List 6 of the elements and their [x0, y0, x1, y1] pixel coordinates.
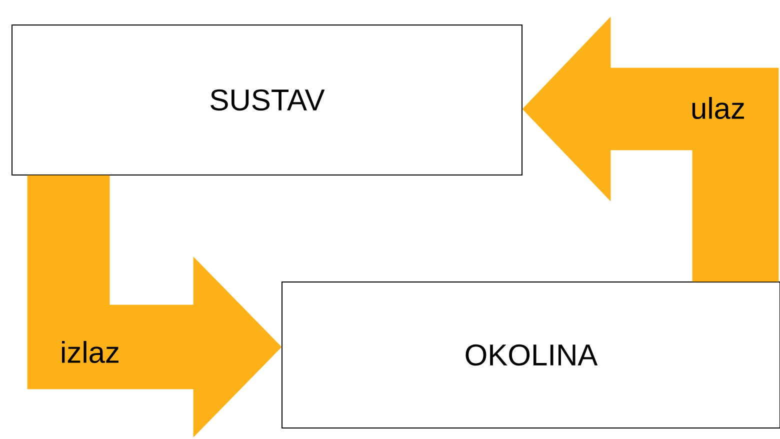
edge-label: izlaz	[59, 340, 122, 364]
block-arrow	[522, 16, 779, 282]
text-box: OKOLINA	[282, 282, 780, 428]
text-box: SUSTAV	[12, 24, 522, 176]
edge-label: ulaz	[689, 96, 746, 120]
block-arrow	[27, 175, 282, 438]
